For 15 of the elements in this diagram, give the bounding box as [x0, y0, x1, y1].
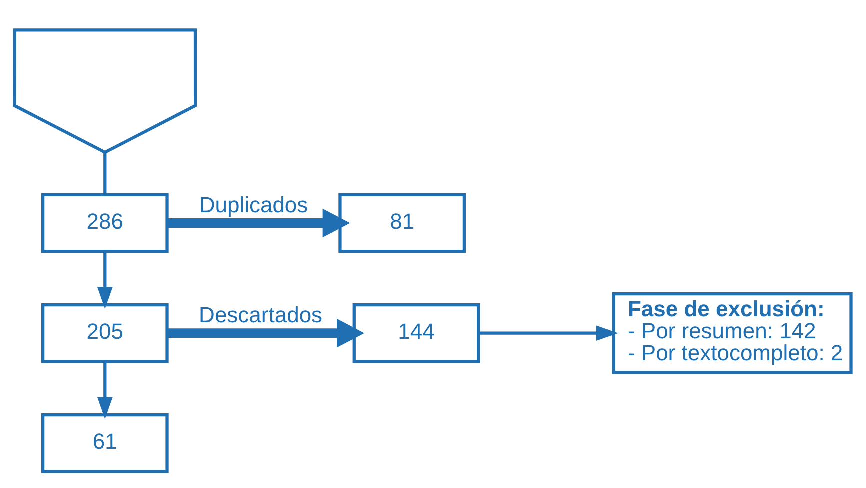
node-box: Fase de exclusión: - Por resumen: 142 - Por textocompleto: 2 [612, 292, 853, 374]
node-arrow [13, 28, 198, 154]
arrow [97, 361, 113, 419]
connector [104, 152, 107, 194]
edge-label: Descartados [199, 302, 323, 328]
arrow [167, 208, 350, 238]
node-box: 144 [352, 302, 480, 363]
node-box: 286 [41, 192, 169, 253]
node-box: 81 [338, 192, 466, 253]
arrow [478, 325, 618, 341]
node-box: 205 [41, 302, 169, 363]
node-box: 61 [41, 413, 169, 473]
edge-label: Duplicados [199, 192, 308, 218]
arrow [97, 251, 113, 309]
arrow [167, 318, 364, 348]
